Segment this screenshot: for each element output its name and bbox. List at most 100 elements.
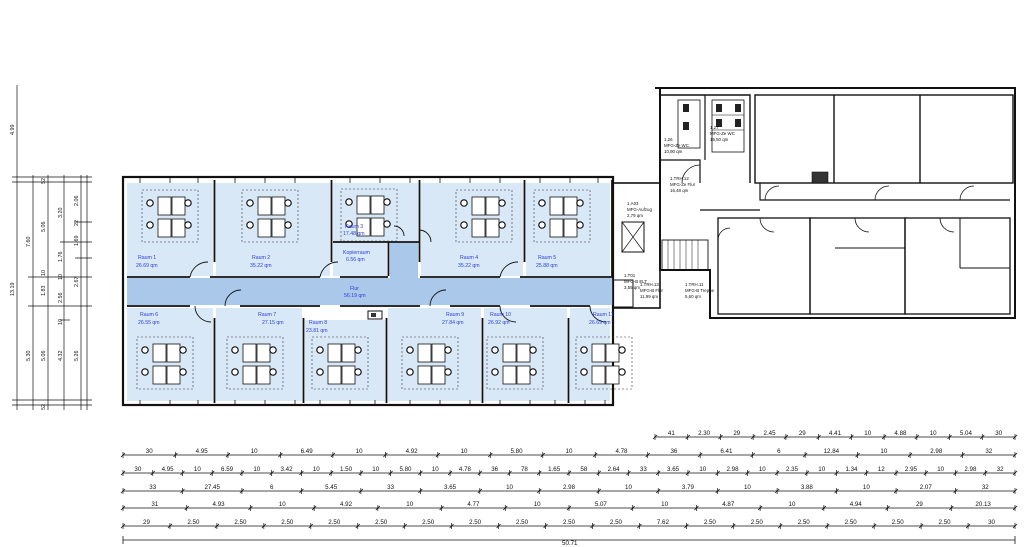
dim-label: 31 bbox=[151, 501, 158, 508]
dim-label: 10 bbox=[864, 430, 871, 437]
dim-label: 78 bbox=[521, 466, 528, 473]
dim-label: 10 bbox=[534, 501, 541, 508]
room-label: Flur bbox=[350, 286, 359, 292]
dim-label: 2.50 bbox=[610, 519, 623, 526]
dim-label: 6 bbox=[270, 484, 274, 491]
room-area: 2,79 qm bbox=[627, 213, 643, 218]
dim-label: 10 bbox=[759, 466, 766, 473]
total-length-label: 50.71 bbox=[562, 540, 578, 547]
dim-label: 5.80 bbox=[511, 448, 524, 455]
dim-label: 10 bbox=[930, 430, 937, 437]
dim-label: 2.50 bbox=[704, 519, 717, 526]
dim-label: 33 bbox=[149, 484, 156, 491]
room-labels-right: 1.26 MFG-Ze WC 10,90 qm 1.27 MFG-Ze WC 1… bbox=[624, 125, 735, 299]
room-label: Raum 7 bbox=[258, 312, 276, 318]
room-area: 35.22 qm bbox=[458, 263, 480, 269]
kopierraum-fill bbox=[333, 243, 387, 276]
dim-label: 2.45 bbox=[764, 430, 777, 437]
room-area: 16,48 qm bbox=[670, 188, 689, 193]
dim-label: 12 bbox=[878, 466, 885, 473]
dim-label: 5.80 bbox=[399, 466, 412, 473]
room-label: Raum 1 bbox=[138, 255, 156, 261]
dim-label: 4.32 bbox=[58, 351, 64, 362]
vertical-dimensions bbox=[12, 85, 92, 410]
dim-label: 2.50 bbox=[892, 519, 905, 526]
desk-cluster bbox=[311, 336, 369, 390]
dim-label: 32 bbox=[997, 466, 1004, 473]
dim-label: 41 bbox=[668, 430, 675, 437]
dim-label: 2.98 bbox=[727, 466, 740, 473]
dim-label: 4.95 bbox=[196, 448, 209, 455]
dim-label: 30 bbox=[146, 448, 153, 455]
dim-label: 10 bbox=[699, 466, 706, 473]
dim-label: 30 bbox=[995, 430, 1002, 437]
dim-label: 5.04 bbox=[960, 430, 973, 437]
dim-label: 29 bbox=[799, 430, 806, 437]
dim-label: 10 bbox=[58, 274, 64, 280]
dim-label: 13.19 bbox=[10, 283, 16, 297]
dim-label: 10 bbox=[880, 448, 887, 455]
room-name: MFG-Aufzug bbox=[627, 207, 652, 212]
dim-label: 2.50 bbox=[281, 519, 294, 526]
dim-label: 5.26 bbox=[74, 351, 80, 362]
room-label: Raum 10 bbox=[490, 312, 511, 318]
dim-label: 33 bbox=[640, 466, 647, 473]
dim-label: 33 bbox=[387, 484, 394, 491]
dim-label: 6 bbox=[777, 448, 781, 455]
room-area: 10,90 qm bbox=[664, 149, 683, 154]
dim-label: 27.45 bbox=[204, 484, 220, 491]
dim-label: 7.60 bbox=[26, 237, 32, 248]
room-code: 1.26 bbox=[664, 137, 673, 142]
room-code: 1.TRH.13 bbox=[640, 282, 659, 287]
dim-label: 4.95 bbox=[162, 466, 175, 473]
room-area: 17.48 qm bbox=[343, 231, 365, 237]
room-area: 25.88 qm bbox=[536, 263, 558, 269]
desk-cluster bbox=[401, 336, 459, 390]
dim-label: 4.78 bbox=[615, 448, 628, 455]
dim-label: 4.77 bbox=[467, 501, 480, 508]
dim-label: 6.59 bbox=[221, 466, 234, 473]
toilet-icons bbox=[683, 104, 741, 130]
dim-label: 10 bbox=[744, 484, 751, 491]
room-name: MFG-Ze Flur bbox=[670, 182, 696, 187]
room-area: 3,55 qm bbox=[624, 285, 640, 290]
dim-label: 1.69 bbox=[74, 236, 80, 247]
dim-label: 29 bbox=[143, 519, 150, 526]
dim-label: 3.88 bbox=[801, 484, 814, 491]
desk-cluster bbox=[575, 336, 633, 390]
dim-label: 6.49 bbox=[301, 448, 314, 455]
dim-label: 10 bbox=[279, 501, 286, 508]
dim-label: 5.06 bbox=[41, 351, 47, 362]
dim-label: 10 bbox=[461, 448, 468, 455]
dim-label: 2.50 bbox=[563, 519, 576, 526]
left-wing bbox=[121, 175, 633, 407]
dim-label: 2.56 bbox=[58, 293, 64, 304]
dim-label: 10 bbox=[58, 319, 64, 325]
dim-label: 10 bbox=[789, 501, 796, 508]
dim-label: 29 bbox=[916, 501, 923, 508]
dim-label: 2.50 bbox=[845, 519, 858, 526]
dim-label: 12.84 bbox=[824, 448, 840, 455]
dim-label: 10 bbox=[661, 501, 668, 508]
dim-label: 10 bbox=[251, 448, 258, 455]
dim-label: 2.98 bbox=[563, 484, 576, 491]
room-label: Raum 11 bbox=[593, 312, 614, 318]
dim-label: 5.30 bbox=[26, 351, 32, 362]
room-area: 26.92 qm bbox=[488, 320, 510, 326]
desk-cluster bbox=[241, 189, 299, 243]
dim-label: 2.30 bbox=[698, 430, 711, 437]
dim-label: 2.50 bbox=[516, 519, 529, 526]
dim-label: 2.50 bbox=[234, 519, 247, 526]
dim-label: 10 bbox=[625, 484, 632, 491]
dim-label: 2.50 bbox=[422, 519, 435, 526]
dim-label: 1.65 bbox=[548, 466, 561, 473]
dim-label: 10 bbox=[356, 448, 363, 455]
dim-label: 10 bbox=[432, 466, 439, 473]
desk-cluster bbox=[141, 189, 199, 243]
dim-label: 20.13 bbox=[975, 501, 991, 508]
dim-label: 2.06 bbox=[74, 196, 80, 207]
dim-label: 2.35 bbox=[786, 466, 799, 473]
room-area: 27.15 qm bbox=[262, 320, 284, 326]
room-label: Raum 8 bbox=[309, 320, 327, 326]
room-code: 1.A03 bbox=[627, 201, 639, 206]
